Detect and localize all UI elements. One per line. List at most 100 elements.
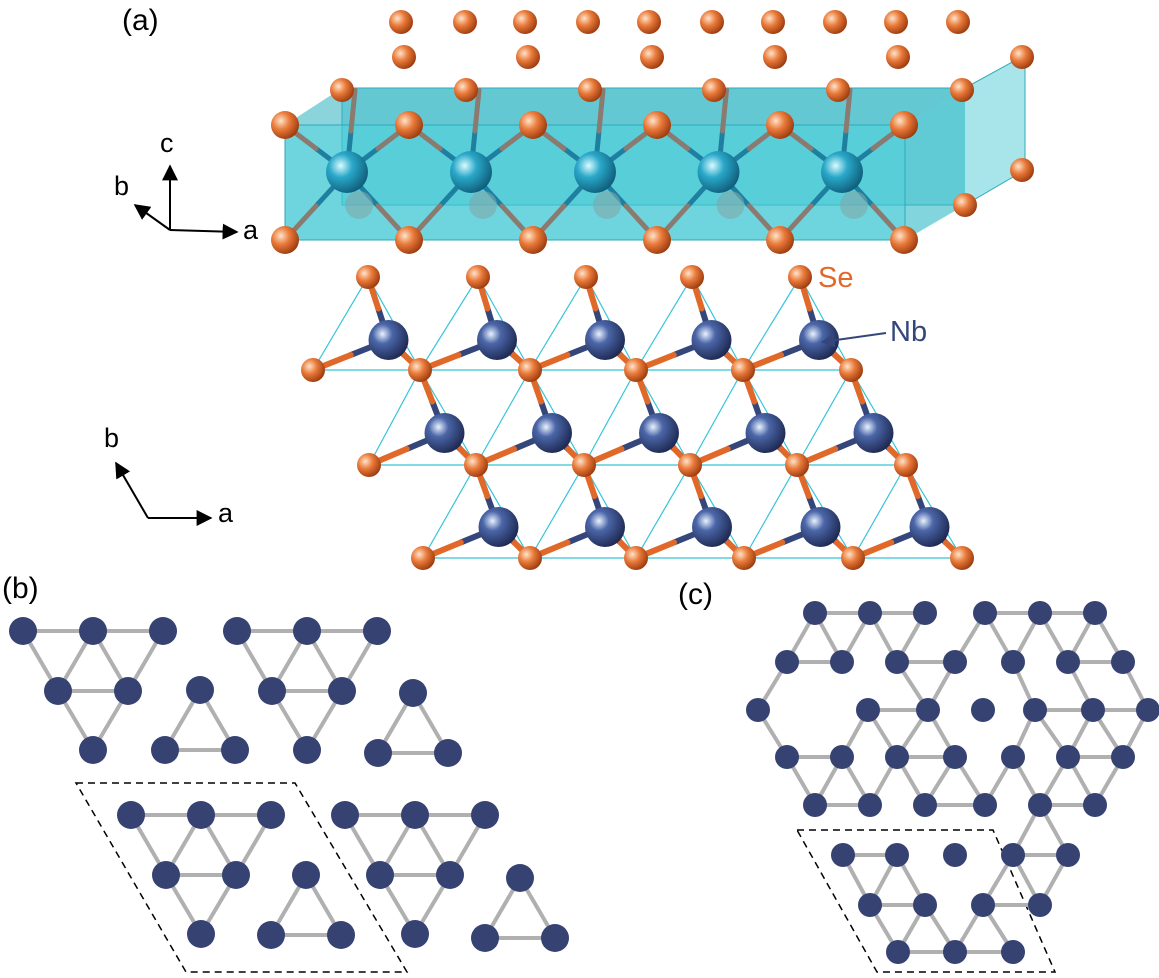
panel-c-atom	[746, 698, 770, 722]
panel-b-atom	[79, 617, 107, 645]
top-se-atom	[841, 546, 865, 570]
side-se-atom	[513, 10, 537, 34]
side-back-nb-atom	[840, 191, 868, 219]
side-se-atom	[395, 111, 423, 139]
panel-label-c: (c)	[678, 578, 713, 611]
panel-b-atom	[363, 617, 391, 645]
side-se-atom	[454, 78, 478, 102]
top-se-atom	[624, 358, 648, 382]
panel-b-atom	[257, 921, 285, 949]
top-se-atom	[572, 453, 596, 477]
panel-c-atom	[1001, 940, 1025, 964]
panel-c-atoms	[746, 601, 1159, 964]
side-se-atom	[519, 111, 547, 139]
side-se-atom	[519, 226, 547, 254]
top-nb-atom	[745, 413, 786, 453]
side-se-atom	[640, 45, 664, 69]
panel-c-unit-cell	[795, 829, 1057, 973]
side-bond	[596, 87, 606, 134]
top-nb-atom	[585, 507, 625, 547]
side-se-atom	[946, 10, 970, 34]
panel-c-cluster-lattice	[746, 601, 1159, 973]
top-nb-atom	[478, 507, 519, 547]
top-se-atom	[950, 546, 974, 570]
panel-c-atom	[1081, 698, 1105, 722]
panel-b-cluster-lattice	[9, 617, 569, 973]
side-axis-c-label: c	[160, 128, 174, 158]
side-back-nb-atom	[345, 191, 373, 219]
top-nb-atom	[800, 507, 841, 547]
side-back-nb-atom	[716, 191, 745, 219]
side-se-atom	[643, 226, 671, 254]
side-nb-atom	[326, 151, 368, 193]
panel-b-bonds	[21, 629, 557, 940]
top-axis-b-arrow	[115, 461, 149, 519]
top-se-atom	[894, 453, 918, 477]
top-se-atom	[624, 546, 648, 570]
panel-b-atom	[293, 617, 321, 645]
side-se-atom	[886, 45, 910, 69]
top-nb-atom	[853, 413, 894, 453]
top-nb-atom	[585, 320, 625, 360]
se-atom-label: Se	[818, 262, 854, 294]
side-se-atom	[953, 193, 977, 217]
panel-b-atom	[222, 861, 250, 889]
top-nb-atom	[909, 507, 950, 547]
panel-c-atom	[885, 843, 909, 867]
panel-b-unit-cell	[74, 782, 409, 973]
side-se-atom	[761, 10, 785, 34]
side-bond	[472, 87, 482, 134]
panel-b-atom	[401, 801, 429, 829]
side-view-prisms	[271, 10, 1034, 254]
side-se-atom	[453, 10, 477, 34]
panel-c-atom	[1056, 650, 1080, 674]
panel-b-atom	[117, 801, 145, 829]
top-se-atom	[785, 453, 809, 477]
top-axes	[115, 461, 213, 526]
panel-c-atom	[1028, 893, 1052, 917]
top-se-atom	[466, 265, 490, 289]
panel-b-atom	[328, 677, 356, 705]
panel-c-atom	[803, 601, 827, 625]
panel-b-atom	[187, 920, 215, 948]
side-se-atom	[766, 226, 794, 254]
side-se-atom	[389, 10, 413, 34]
panel-c-atom	[856, 698, 880, 722]
panel-b-atom	[221, 736, 249, 764]
top-nb-atom	[368, 320, 409, 360]
panel-label-b: (b)	[2, 572, 39, 605]
top-se-atom	[731, 358, 755, 382]
side-se-atom	[1010, 158, 1034, 182]
top-nb-atom	[532, 413, 572, 453]
side-se-atom	[763, 45, 787, 69]
side-se-atom	[1010, 45, 1034, 69]
side-se-atom	[766, 111, 794, 139]
panel-c-atom	[1111, 745, 1135, 769]
side-axis-b-label: b	[114, 171, 130, 201]
side-axes	[133, 164, 239, 240]
side-se-atom	[578, 78, 602, 102]
top-se-atom	[518, 546, 542, 570]
top-axis-b-label: b	[104, 423, 120, 453]
panel-c-atom	[886, 940, 910, 964]
side-nb-atom	[821, 151, 863, 193]
panel-c-atom	[943, 650, 967, 674]
side-se-atom	[890, 226, 918, 254]
panel-b-atom	[9, 617, 37, 645]
panel-b-atom	[292, 861, 320, 889]
panel-c-atom	[1028, 601, 1052, 625]
panel-b-atom	[44, 677, 72, 705]
side-se-atom	[271, 111, 299, 139]
side-se-atom	[330, 78, 354, 102]
panel-b-atom	[258, 677, 286, 705]
top-se-atom	[680, 265, 704, 289]
panel-b-atoms	[9, 617, 569, 952]
panel-c-atom	[1056, 843, 1080, 867]
top-se-atom	[678, 453, 702, 477]
panel-c-atom	[973, 601, 997, 625]
top-se-atom	[574, 265, 598, 289]
top-se-atom	[732, 546, 756, 570]
panel-b-atom	[187, 801, 215, 829]
nb-atom-label: Nb	[890, 316, 928, 348]
